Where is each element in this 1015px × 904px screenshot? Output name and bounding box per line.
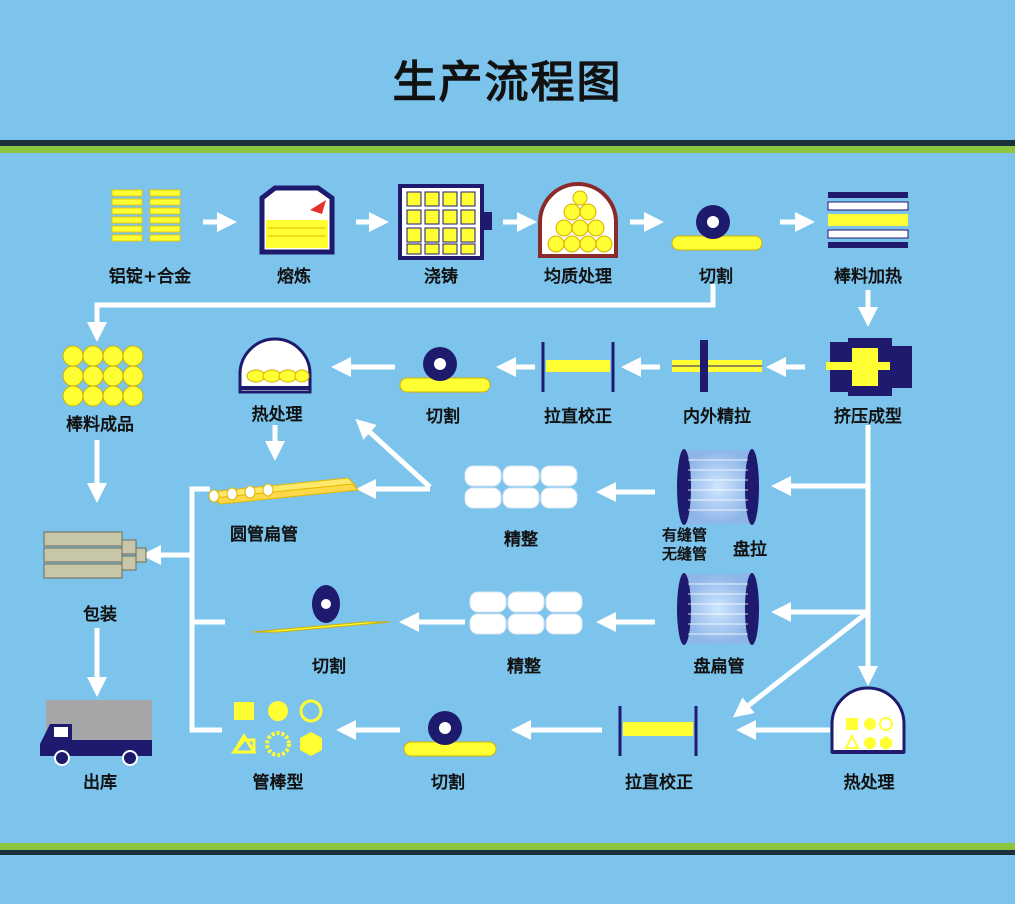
label-rod-heating: 棒料加热 <box>834 267 902 287</box>
round-flat-tubes-icon <box>208 477 360 505</box>
precision-drawing-icon <box>672 340 762 392</box>
label-cut-1: 切割 <box>699 267 733 287</box>
label-straighten-1: 拉直校正 <box>544 407 612 427</box>
profile-shapes-icon <box>230 699 323 757</box>
rod-heating-icon <box>827 192 909 248</box>
bottom-divider-green <box>0 843 1015 850</box>
furnace-icon <box>259 185 335 255</box>
label-seamless-tube: 无缝管 <box>662 545 708 563</box>
label-finishing-2: 精整 <box>507 657 541 677</box>
label-straighten-2: 拉直校正 <box>625 773 693 793</box>
label-round-flat-tube: 圆管扁管 <box>230 525 298 545</box>
label-inner-outer-draw: 内外精拉 <box>683 407 751 427</box>
finished-rods-icon <box>62 345 144 407</box>
finishing-coils-icon <box>469 591 583 635</box>
label-cut-2: 切割 <box>426 407 460 427</box>
package-boxes-icon <box>43 531 147 579</box>
ingot-stack-icon <box>111 189 181 242</box>
label-coil-flat-tube: 盘扁管 <box>693 657 745 677</box>
label-heat-treat-2: 热处理 <box>843 773 895 793</box>
extrusion-press-icon <box>826 338 912 396</box>
cutting-saw-icon <box>671 205 763 251</box>
label-heat-treat-1: 热处理 <box>251 405 303 425</box>
label-warehouse-out: 出库 <box>83 773 117 793</box>
top-divider-green <box>0 146 1015 153</box>
delivery-truck-icon <box>40 700 152 766</box>
label-aluminum-alloy: 铝锭+合金 <box>108 267 192 287</box>
homogenizing-furnace-icon <box>538 182 618 258</box>
bottom-divider <box>0 849 1015 855</box>
flat-cutting-icon <box>251 585 391 633</box>
heat-treatment-furnace-icon <box>830 686 906 754</box>
page-title: 生产流程图 <box>392 57 623 108</box>
label-smelting: 熔炼 <box>277 267 311 287</box>
flow-arrows <box>87 212 878 740</box>
cutting-saw-icon <box>403 711 497 757</box>
label-cut-4: 切割 <box>431 773 465 793</box>
coiled-flat-tube-icon <box>677 573 759 645</box>
finishing-coils-icon <box>464 465 578 509</box>
label-tube-rod-profile: 管棒型 <box>252 773 304 793</box>
label-casting: 浇铸 <box>424 267 458 287</box>
cutting-saw-icon <box>399 347 491 393</box>
straightener-icon <box>541 342 615 392</box>
label-homogenize: 均质处理 <box>544 267 612 287</box>
label-extrusion: 挤压成型 <box>834 407 902 427</box>
coil-drawing-icon <box>677 449 759 525</box>
label-packaging: 包装 <box>83 605 117 625</box>
top-divider <box>0 140 1015 146</box>
label-coil-draw: 盘拉 <box>733 540 767 560</box>
label-finishing-1: 精整 <box>504 530 538 550</box>
label-rod-product: 棒料成品 <box>66 415 134 435</box>
label-cut-3: 切割 <box>312 657 346 677</box>
label-seamed-tube: 有缝管 <box>662 526 708 544</box>
heat-treatment-furnace-icon <box>238 337 312 394</box>
casting-mold-icon <box>398 184 492 260</box>
straightener-icon <box>618 706 698 756</box>
